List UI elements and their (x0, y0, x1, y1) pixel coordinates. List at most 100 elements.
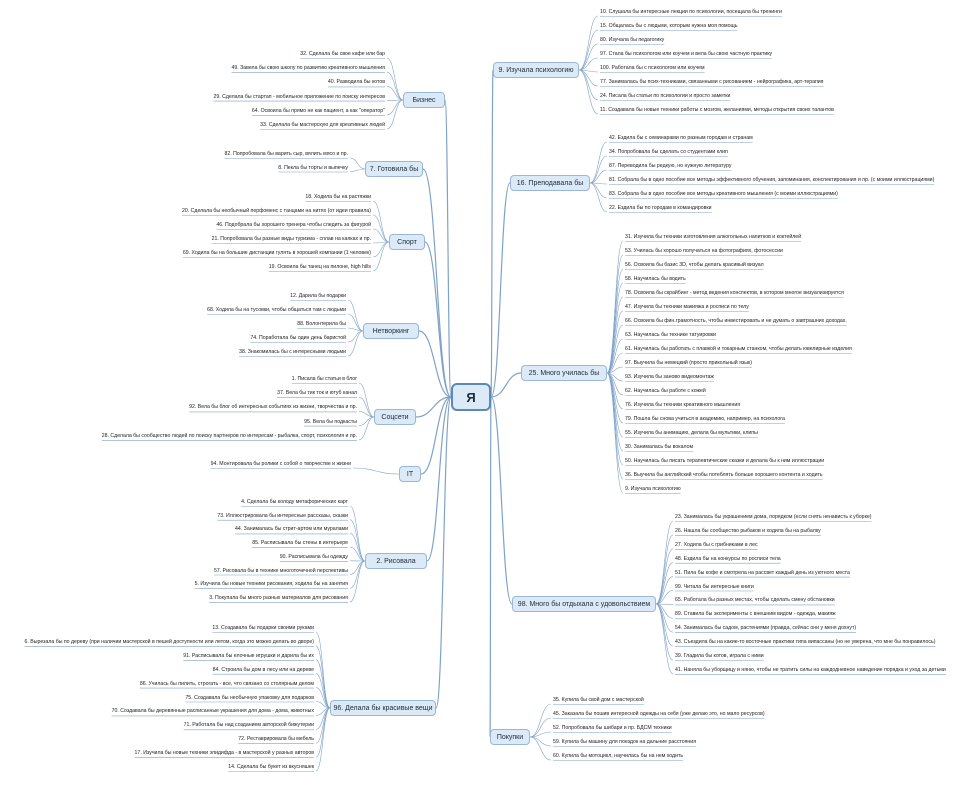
leaf-item[interactable]: 40. Разводила бы котов (327, 79, 385, 86)
leaf-item[interactable]: 60. Купила бы мотоцикл, научилась бы на … (553, 753, 684, 759)
leaf-item[interactable]: 24. Писала бы статьи по психологии и про… (600, 93, 731, 99)
leaf-item[interactable]: 19. Освоила бы танец на пилоне, high hil… (268, 264, 371, 270)
leaf-item[interactable]: 15. Общалась бы с людьми, которым нужна … (600, 23, 738, 29)
leaf-item[interactable]: 71. Работала бы над созданием авторской … (183, 722, 314, 729)
leaf-item[interactable]: 17. Изучила бы новые техники эпидифда - … (134, 750, 314, 757)
branch-node-learn[interactable]: 25. Много училась бы (521, 365, 607, 381)
leaf-item[interactable]: 56. Освоила бы базис 3D, чтобы делать кр… (625, 262, 764, 268)
leaf-item[interactable]: 83. Собрала бы в одно пособие все методы… (609, 191, 838, 197)
leaf-item[interactable]: 95. Вела бы подкасты (304, 418, 357, 425)
leaf-item[interactable]: 8. Пекла бы торты и выпечку (278, 164, 348, 171)
leaf-item[interactable]: 64. Освоила бы прямо не как пациент, а к… (251, 107, 385, 114)
leaf-item[interactable]: 44. Занималась бы стрит-артом или мурала… (235, 526, 348, 533)
leaf-item[interactable]: 12. Дарила бы подарки (290, 293, 346, 299)
leaf-item[interactable]: 85. Расписывала бы стены в интерьере (252, 540, 348, 547)
leaf-item[interactable]: 5. Изучила бы новые техники рисования, х… (194, 581, 348, 588)
leaf-item[interactable]: 37. Вела бы тик ток и ютуб канал (277, 390, 357, 397)
leaf-item[interactable]: 87. Переводила бы редкую, но нужную лите… (609, 163, 732, 169)
leaf-item[interactable]: 28. Сделала бы сообщество людей по поиск… (101, 432, 357, 439)
branch-node-draw[interactable]: 2. Рисовала (365, 553, 427, 569)
leaf-item[interactable]: 42. Ездила бы с семинарами по разным гор… (609, 135, 753, 141)
branch-node-psy[interactable]: 9. Изучала психологию (493, 62, 579, 78)
leaf-item[interactable]: 53. Училась бы хорошо получаться на фото… (625, 248, 783, 254)
leaf-item[interactable]: 1. Писала бы статьи в блог (291, 376, 357, 382)
leaf-item[interactable]: 33. Сделала бы мастерскую для креативных… (260, 122, 385, 128)
leaf-item[interactable]: 39. Гладила бы котов, играла с ними (675, 653, 764, 659)
leaf-item[interactable]: 23. Занималась бы украшением дома, поряд… (675, 514, 872, 520)
branch-node-net[interactable]: Нетворкинг (363, 323, 419, 339)
leaf-item[interactable]: 6. Вырезала бы по дереву (при наличии ма… (24, 638, 315, 645)
leaf-item[interactable]: 93. Изучила бы заново видеомонтаж (625, 374, 714, 380)
leaf-item[interactable]: 11. Создавала бы новые техники работы с … (600, 107, 834, 113)
branch-node-teach[interactable]: 16. Преподавала бы (510, 175, 590, 191)
leaf-item[interactable]: 54. Занималась бы садом, растениями (пра… (675, 625, 857, 632)
branch-node-soc[interactable]: Соцсети (374, 409, 416, 425)
leaf-item[interactable]: 18. Ходила бы на растяжки (305, 194, 371, 200)
leaf-item[interactable]: 69. Ходила бы на большие дистанции гулят… (182, 250, 371, 256)
leaf-item[interactable]: 49. Завела бы свою школу по развитию кре… (231, 65, 385, 72)
branch-node-rest[interactable]: 98. Много бы отдыхала с удовольствием (512, 596, 656, 612)
leaf-item[interactable]: 97. Выучила бы немецкий (просто прикольн… (625, 360, 753, 366)
leaf-item[interactable]: 99. Читала бы интересные книги (675, 583, 754, 590)
leaf-item[interactable]: 50. Научилась бы писать терапевтические … (625, 458, 825, 464)
leaf-item[interactable]: 88. Волонтерила бы (297, 321, 346, 327)
leaf-item[interactable]: 100. Работала бы с психологом или коучем (600, 65, 705, 71)
leaf-item[interactable]: 47. Изучила бы техники макияжа и росписи… (625, 304, 749, 310)
leaf-item[interactable]: 20. Сделала бы необычный перфоменс с тан… (182, 208, 371, 214)
leaf-item[interactable]: 91. Расписывала бы елочные игрушки и дар… (183, 652, 314, 659)
leaf-item[interactable]: 55. Изучила бы анимацию, делала бы мульт… (625, 430, 758, 436)
leaf-item[interactable]: 43. Съездила бы на какие-то восточные пр… (675, 639, 936, 646)
leaf-item[interactable]: 78. Освоила бы скрайбинг - метод ведения… (625, 290, 844, 296)
leaf-item[interactable]: 76. Изучила бы техники креативного мышле… (625, 402, 741, 408)
leaf-item[interactable]: 61. Научилась бы работать с плавкой и то… (625, 346, 852, 352)
leaf-item[interactable]: 58. Научилась бы водить (625, 276, 686, 282)
leaf-item[interactable]: 3. Покупала бы много разных материалов д… (209, 594, 348, 601)
branch-node-it[interactable]: IT (399, 466, 421, 482)
leaf-item[interactable]: 81. Собрала бы в одно пособие все методы… (609, 177, 935, 183)
branch-node-craft[interactable]: 96. Делала бы красивые вещи (330, 700, 436, 716)
leaf-item[interactable]: 57. Рисовала бы в технике многоточечной … (213, 567, 348, 574)
leaf-item[interactable]: 66. Освоила бы фин.грамотность, чтобы ин… (625, 318, 847, 324)
leaf-item[interactable]: 94. Монтировала бы ролики с собой о твор… (210, 461, 351, 467)
leaf-item[interactable]: 62. Научилась бы работе с кожей (625, 388, 706, 394)
leaf-item[interactable]: 48. Ездила бы на конкурсы по росписи тел… (675, 555, 781, 562)
branch-node-buy[interactable]: Покупки (490, 729, 530, 745)
leaf-item[interactable]: 90. Расписывала бы одежду (279, 553, 348, 560)
branch-node-biz[interactable]: Бизнес (403, 92, 445, 108)
leaf-item[interactable]: 4. Сделала бы колоду метафорических карт (241, 499, 348, 505)
leaf-item[interactable]: 51. Пила бы кофе и смотрела на рассвет к… (675, 569, 850, 576)
leaf-item[interactable]: 27. Ходила бы с грибниками в лес (675, 541, 758, 548)
branch-node-sport[interactable]: Спорт (389, 234, 425, 250)
leaf-item[interactable]: 35. Купила бы свой дом с мастерской (553, 697, 644, 703)
leaf-item[interactable]: 68. Ходила бы на тусовки, чтобы общаться… (207, 307, 346, 313)
leaf-item[interactable]: 63. Научилась бы технике татуировки (625, 332, 717, 338)
leaf-item[interactable]: 34. Попробовала бы сделать со студентами… (609, 149, 728, 155)
leaf-item[interactable]: 46. Подобрала бы хорошего тренера чтобы … (216, 222, 371, 228)
leaf-item[interactable]: 41. Наняла бы уборщицу и няню, чтобы не … (675, 666, 946, 673)
leaf-item[interactable]: 52. Попробовала бы шибари и пр. БДСМ тех… (553, 725, 672, 731)
leaf-item[interactable]: 73. Иллюстрировала бы интересные рассказ… (217, 512, 348, 519)
leaf-item[interactable]: 97. Стала бы психологом или коучем и вел… (600, 51, 773, 57)
leaf-item[interactable]: 30. Занималась бы вокалом (625, 444, 694, 450)
leaf-item[interactable]: 13. Создавала бы подарки своими руками (212, 625, 314, 631)
leaf-item[interactable]: 31. Изучила бы техники изготовления алко… (625, 234, 802, 240)
leaf-item[interactable]: 10. Слушала бы интересные лекции по псих… (600, 9, 782, 15)
leaf-item[interactable]: 29. Сделала бы стартап - мобильное прило… (213, 93, 385, 100)
leaf-item[interactable]: 89. Ставила бы эксперименты с внешним ви… (675, 611, 836, 618)
leaf-item[interactable]: 38. Знакомилась бы с интересными людьми (239, 349, 346, 355)
leaf-item[interactable]: 74. Поработала бы один день баристой (250, 335, 346, 341)
leaf-item[interactable]: 77. Занималась бы псих-техниками, связан… (600, 79, 824, 85)
leaf-item[interactable]: 65. Работала бы разных местах, чтобы сде… (675, 597, 835, 604)
leaf-item[interactable]: 26. Нашла бы сообщество рыбаков и ходила… (675, 527, 821, 534)
leaf-item[interactable]: 84. Строила бы дом в лесу или на дереве (212, 666, 314, 673)
leaf-item[interactable]: 21. Попробовала бы разные виды туризма -… (211, 236, 371, 242)
central-topic-node[interactable]: Я (451, 383, 491, 411)
leaf-item[interactable]: 14. Сделала бы букет из вкусняшек (228, 764, 314, 770)
leaf-item[interactable]: 86. Училась бы пилить, строгать - все, ч… (139, 680, 314, 687)
leaf-item[interactable]: 72. Реставрировала бы мебель (238, 736, 314, 743)
leaf-item[interactable]: 32. Сделала бы свое кафе или бар (300, 51, 385, 57)
leaf-item[interactable]: 45. Заказала бы пошив интересной одежды … (553, 711, 765, 717)
leaf-item[interactable]: 79. Пошла бы снова учиться в академию, н… (625, 416, 785, 422)
leaf-item[interactable]: 22. Ездила бы по городам в командировки (609, 205, 712, 211)
leaf-item[interactable]: 36. Выучила бы английский чтобы потеблят… (625, 472, 823, 478)
